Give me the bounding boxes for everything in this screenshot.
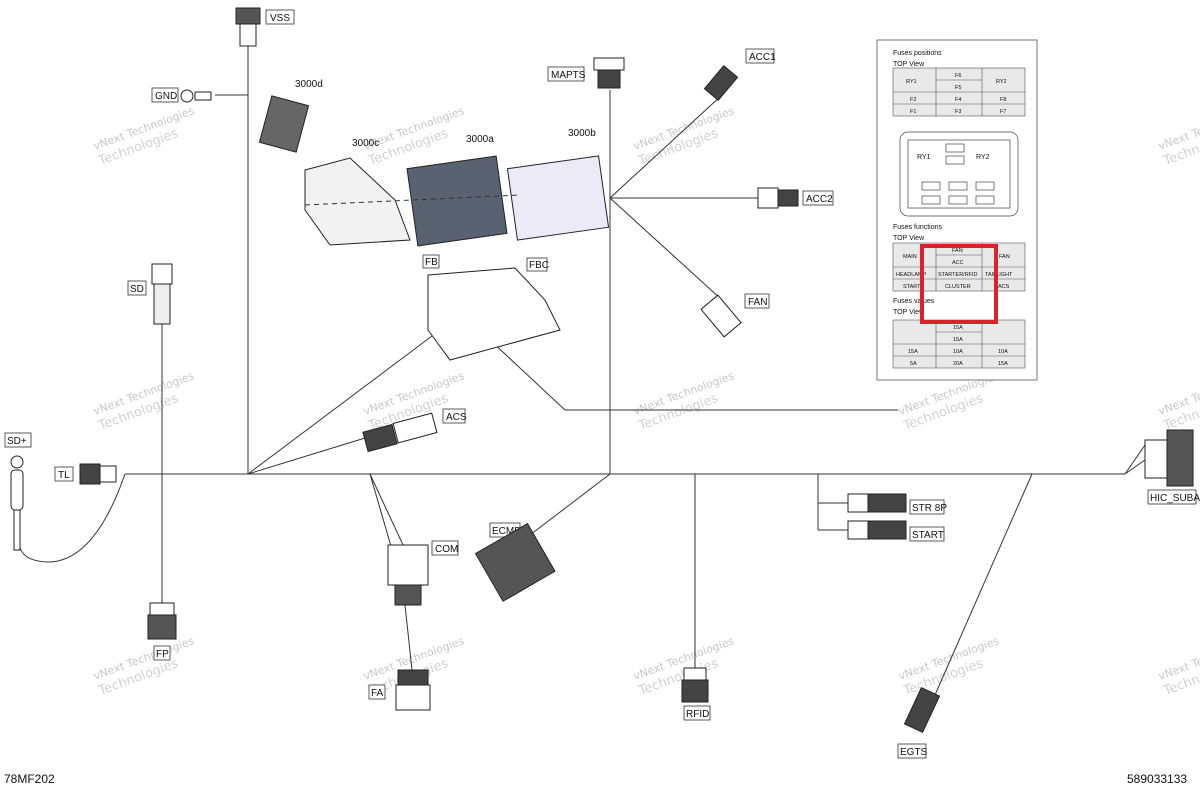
fuse-box-3000c-icon (304, 157, 411, 246)
egts-connector-icon (903, 686, 941, 734)
label-rfid: RFID (686, 709, 709, 720)
label-sd-plus: SD+ (7, 436, 27, 447)
acs-connector-icon (362, 412, 438, 453)
footer-right-code: 589033133 (1127, 772, 1188, 786)
fn-start: START (903, 284, 921, 290)
val-f4: 10A (953, 349, 963, 355)
label-fb: FB (425, 257, 438, 268)
fp-connector-icon (147, 602, 177, 640)
label-acs: ACS (446, 412, 467, 423)
label-mapts: MAPTS (551, 70, 586, 81)
fuse-box-3000b-icon (506, 155, 610, 241)
vss-connector-icon (235, 7, 261, 47)
part-3000c: 3000c (352, 138, 379, 149)
ecmb-connector-icon (474, 522, 556, 602)
part-3000b: 3000b (568, 128, 596, 139)
pos-f2: F2 (910, 97, 916, 103)
connector-labels (4, 9, 1197, 759)
fuse-box-3000d-icon (258, 95, 310, 153)
fuse-box-3000a-icon (406, 155, 508, 247)
val-f1: 5A (910, 361, 917, 367)
label-com: COM (435, 544, 458, 555)
fn-acc: ACC (952, 260, 964, 266)
drawing-ry1: RY1 (917, 154, 931, 161)
label-acc2: ACC2 (806, 194, 833, 205)
mapts-connector-icon (593, 57, 625, 89)
fn-fan: FAN (999, 254, 1010, 260)
pos-f4: F4 (955, 97, 961, 103)
val-f8: 10A (998, 349, 1008, 355)
pos-f3: F3 (955, 109, 961, 115)
fn-top: FAN (952, 248, 963, 254)
label-fa: FA (371, 688, 384, 699)
fn-acs: ACS (998, 284, 1010, 290)
pos-f7: F7 (1000, 109, 1006, 115)
tl-connector-icon (79, 463, 117, 485)
fuse-box-fb-icon (427, 267, 561, 361)
label-sd: SD (130, 284, 144, 295)
label-fp: FP (156, 649, 169, 660)
label-gnd: GND (155, 91, 177, 102)
label-start: START (912, 530, 944, 541)
val-f3: 20A (953, 361, 963, 367)
harness-wires (19, 45, 1146, 696)
gnd-ring-terminal-icon (180, 89, 212, 103)
pos-ry1: RY1 (906, 79, 917, 85)
sd-connector-icon (151, 263, 173, 325)
hic-suba-connector-icon (1144, 429, 1194, 487)
com-connector-icon (387, 544, 429, 606)
label-ecmb: ECMB (492, 526, 521, 537)
val-top1: 15A (953, 325, 963, 331)
val-f7: 15A (998, 361, 1008, 367)
str8p-connector-icon (847, 493, 907, 513)
rfid-connector-icon (681, 667, 709, 703)
part-3000a: 3000a (466, 134, 494, 145)
functions-top-view: TOP View (893, 235, 925, 242)
start-connector-icon (847, 520, 907, 540)
label-hic-suba: HIC_SUBA (1150, 493, 1200, 504)
values-top-view: TOP View (893, 309, 925, 316)
pos-ry2: RY2 (996, 79, 1007, 85)
pos-f1: F1 (910, 109, 916, 115)
val-top2: 15A (953, 337, 963, 343)
val-f2: 15A (908, 349, 918, 355)
positions-top-view: TOP View (893, 61, 925, 68)
label-vss: VSS (270, 13, 290, 24)
footer-left-code: 78MF202 (4, 772, 55, 786)
fn-starter-rfid: STARTER/RFID (938, 272, 978, 278)
highlight-box (920, 244, 998, 324)
fuse-panel: Fuses positions TOP View RY1 RY2 F6 F5 F… (876, 39, 1038, 381)
fn-headlamp: HEADLAMP (896, 272, 927, 278)
label-acc1: ACC1 (749, 52, 776, 63)
sd-plus-terminal-icon (10, 455, 24, 551)
fan-connector-icon (700, 294, 742, 338)
fuse-functions-title: Fuses functions (893, 224, 943, 231)
label-egts: EGTS (900, 747, 928, 758)
label-tl: TL (58, 470, 70, 481)
pos-f8: F8 (1000, 97, 1006, 103)
fa-connector-icon (395, 669, 431, 711)
pos-f6: F6 (955, 73, 961, 79)
label-fbc: FBC (529, 260, 549, 271)
fuse-positions-title: Fuses positions (893, 50, 942, 57)
pos-f5: F5 (955, 85, 961, 91)
label-str8p: STR 8P (912, 503, 947, 514)
acc2-connector-icon (757, 187, 799, 209)
fn-cluster: CLUSTER (945, 284, 971, 290)
acc1-connector-icon (703, 65, 739, 101)
fuse-values-title: Fuses values (893, 298, 935, 305)
fn-taillight: TAILLIGHT (985, 272, 1013, 278)
label-fan: FAN (748, 297, 767, 308)
part-3000d: 3000d (295, 79, 323, 90)
connector-shapes (10, 7, 1194, 734)
fn-main: MAIN (903, 254, 917, 260)
drawing-ry2: RY2 (976, 154, 990, 161)
fuse-box-top-view-icon (899, 131, 1019, 217)
